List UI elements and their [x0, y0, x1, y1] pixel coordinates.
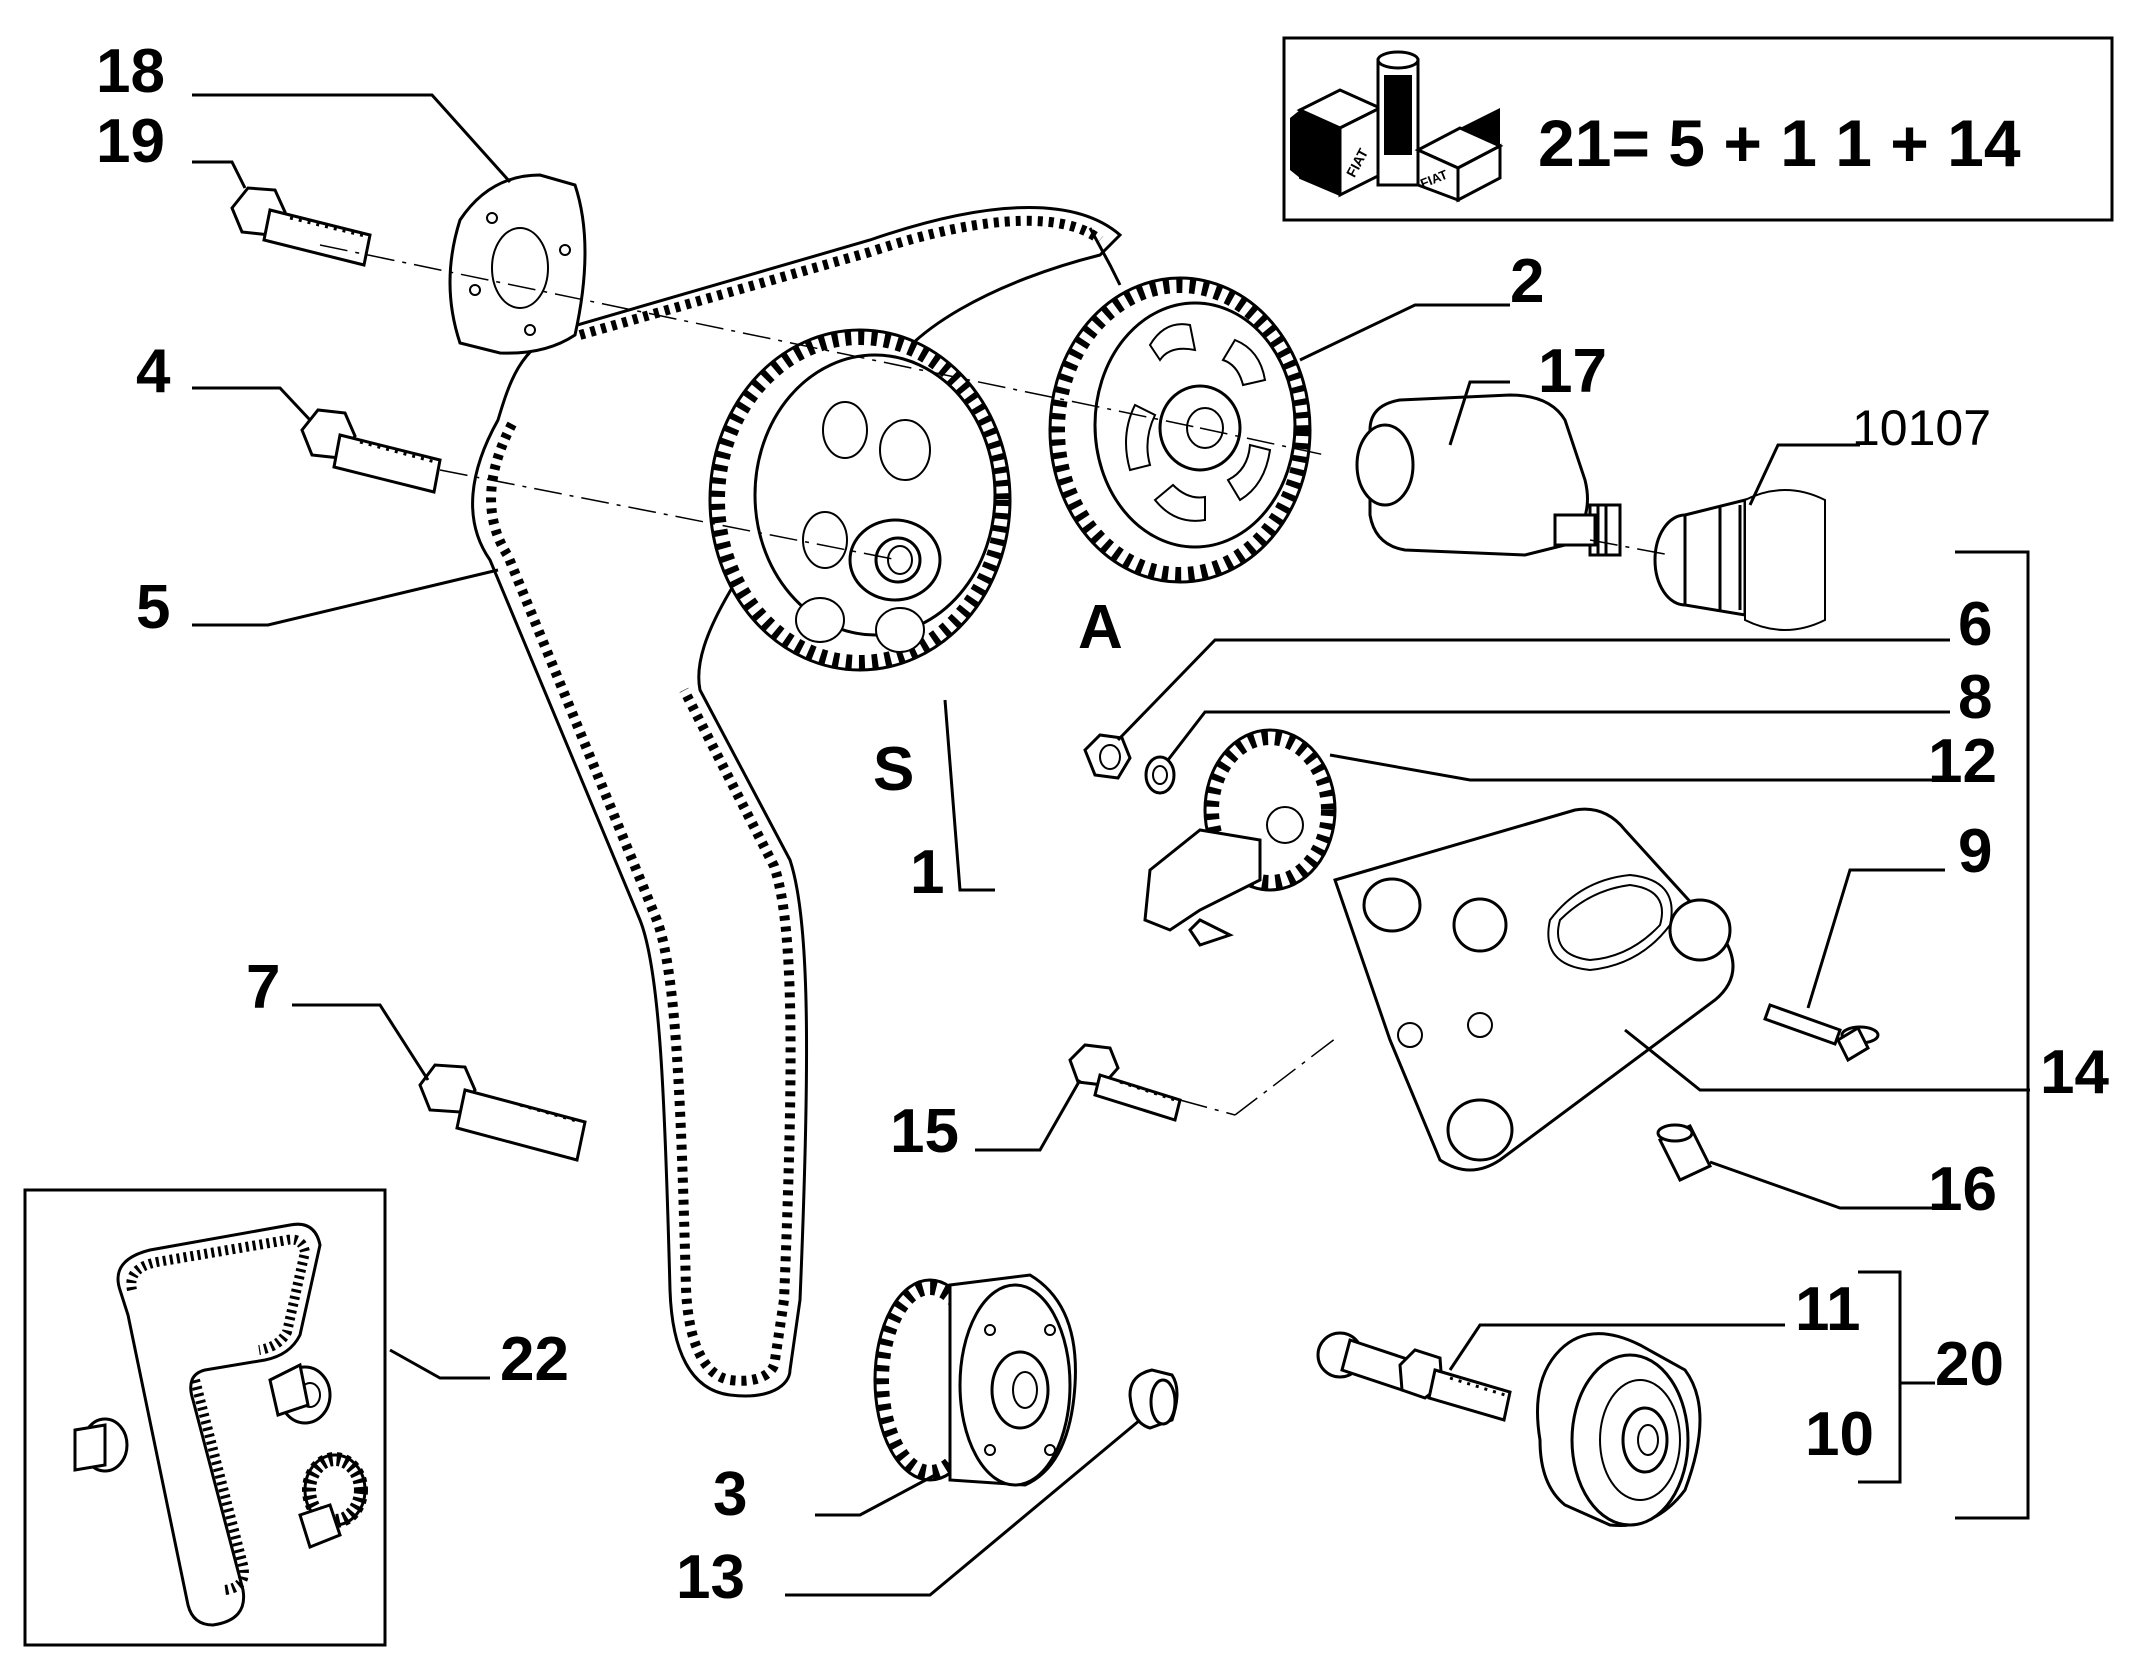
washer-8	[1144, 755, 1176, 795]
callout-20: 20	[1935, 1330, 2004, 1399]
callout-17: 17	[1538, 337, 1607, 406]
callout-9: 9	[1958, 817, 1992, 886]
bolt-19	[230, 186, 372, 267]
callout-4: 4	[136, 337, 171, 406]
callout-s: S	[873, 735, 914, 804]
fiat-kit-box-icon: FIAT FIAT	[1290, 50, 1504, 203]
bolt-4	[300, 408, 442, 494]
axis-lines	[319, 244, 1671, 1116]
timing-belt	[471, 206, 1123, 1398]
screw-15	[1068, 1043, 1182, 1122]
callout-12: 12	[1928, 727, 1997, 796]
tensioner-bracket	[1333, 807, 1735, 1172]
camshaft-pulley-s	[708, 328, 1012, 672]
washer-13	[1128, 1368, 1179, 1430]
kit-formula: 21= 5 + 1 1 + 14	[1538, 106, 2021, 180]
belt-tensioner	[1355, 393, 1622, 557]
callout-14: 14	[2040, 1038, 2109, 1107]
callout-19: 19	[96, 107, 165, 176]
leader-lines	[192, 93, 2030, 1597]
kit-legend-box: FIAT FIAT 21= 5 + 1 1 + 14	[1282, 36, 2114, 222]
callout-5: 5	[136, 573, 170, 642]
callout-22: 22	[500, 1325, 569, 1394]
callout-8: 8	[1958, 663, 1992, 732]
callout-16: 16	[1928, 1155, 1997, 1224]
engine-fitting	[1653, 489, 1826, 631]
idler-pulley	[1536, 1332, 1702, 1528]
callout-3: 3	[713, 1460, 747, 1529]
callout-10107: 10107	[1852, 400, 1991, 456]
kit-22-inset	[23, 1188, 387, 1647]
callout-18: 18	[96, 37, 165, 106]
callout-2: 2	[1510, 247, 1544, 316]
drive-gear	[1143, 728, 1337, 947]
flange-18	[448, 173, 587, 355]
bolt-7	[418, 1063, 587, 1162]
callout-a: A	[1078, 593, 1123, 662]
group-brackets	[1858, 550, 2030, 1520]
callout-1: 1	[910, 838, 944, 907]
callout-labels: 18 19 4 5 2 17 10107 A S 1 6 8 12 9 14 7…	[96, 37, 2109, 1612]
camshaft-pulley-a	[1048, 276, 1312, 584]
nut-6	[1083, 733, 1132, 780]
callout-7: 7	[246, 953, 280, 1022]
callout-11: 11	[1795, 1275, 1861, 1344]
callout-13: 13	[676, 1543, 745, 1612]
dowel-16	[1656, 1123, 1713, 1182]
bolt-9	[1763, 1003, 1880, 1063]
callout-10: 10	[1805, 1400, 1874, 1469]
crankshaft-pulley	[873, 1273, 1077, 1487]
bolt-11	[1316, 1331, 1512, 1422]
callout-15: 15	[890, 1097, 959, 1166]
callout-6: 6	[1958, 590, 1992, 659]
